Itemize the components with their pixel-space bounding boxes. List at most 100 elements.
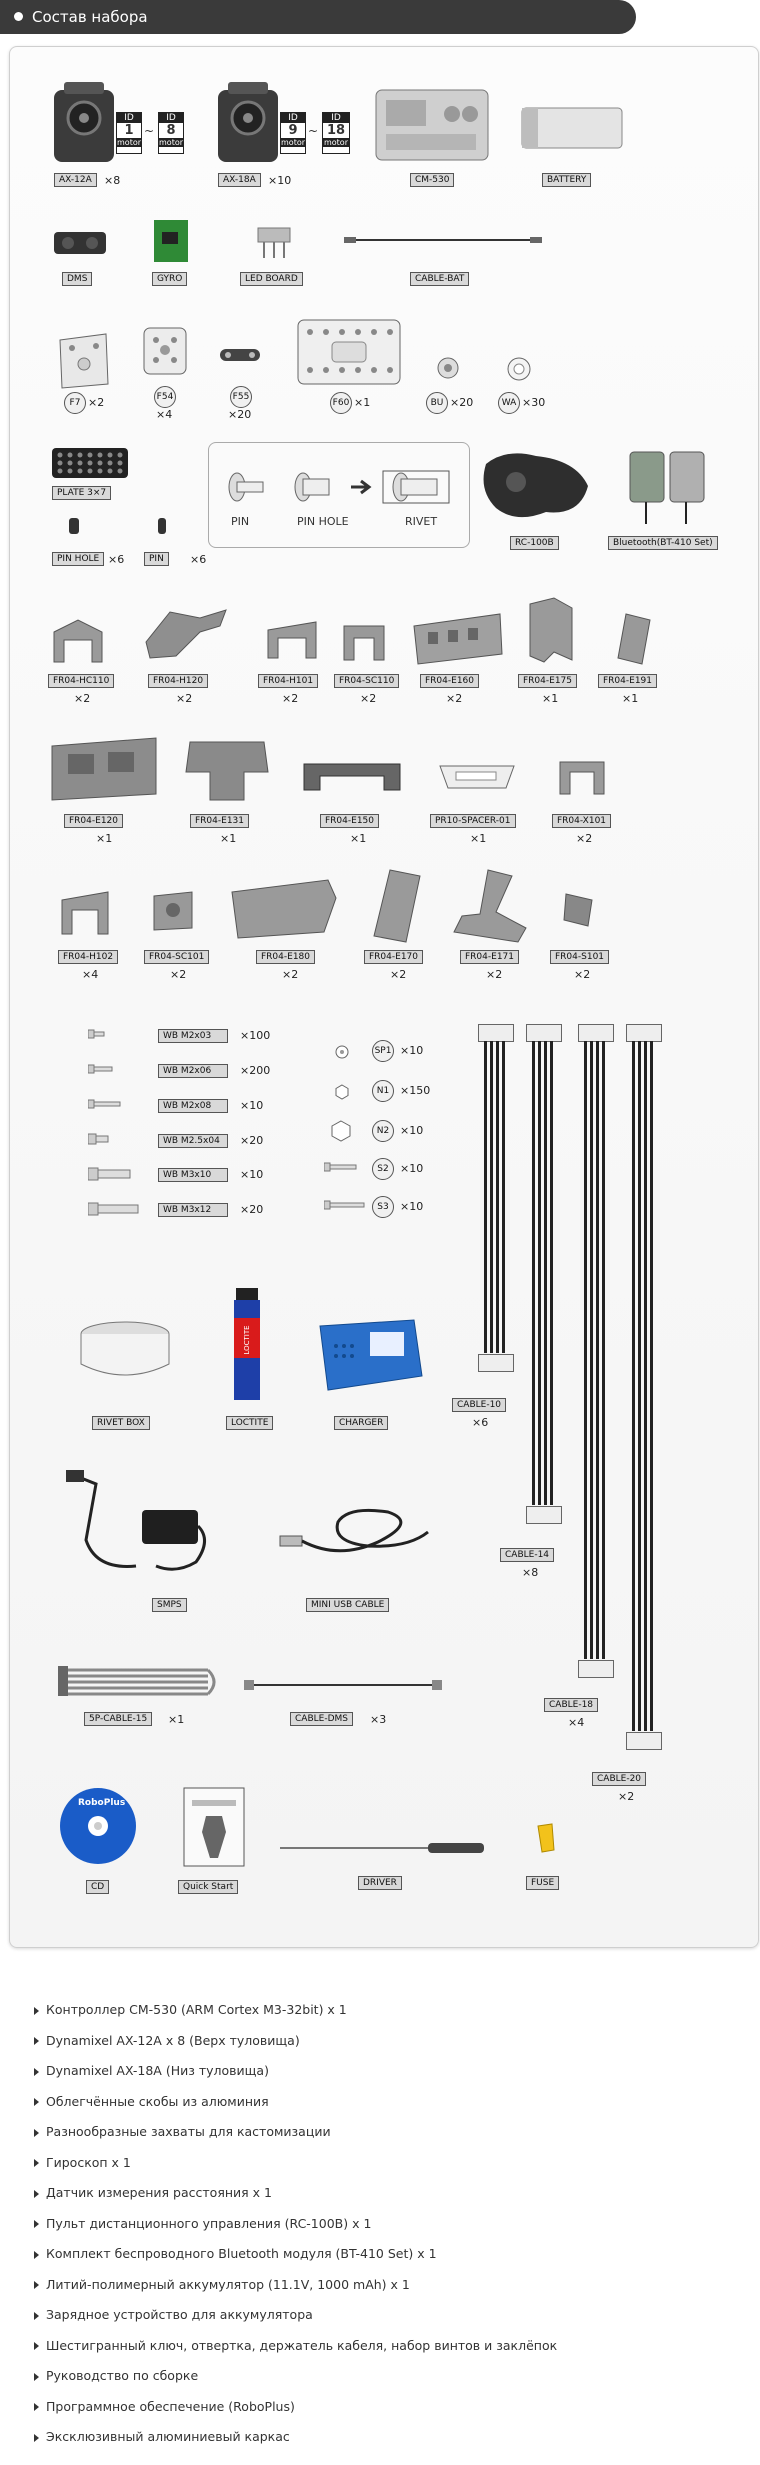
rivet-diagram-icon <box>228 470 450 504</box>
cable-14-top-connector <box>526 1024 562 1042</box>
bracket-e170-label: FR04-E170 <box>364 950 423 964</box>
cable-20-qty: ×2 <box>618 1790 635 1803</box>
part-f7-qty: ×2 <box>88 396 105 409</box>
part-f60-qty: ×1 <box>354 396 371 409</box>
bullet-arrow-icon <box>34 2128 39 2137</box>
bullet-arrow-icon <box>34 2037 39 2045</box>
part-f7-label: F7 <box>64 392 86 414</box>
screw-m2-5x04-label: WB M2.5x04 <box>158 1134 228 1148</box>
ax12a-id-tag: ID <box>117 113 141 123</box>
cable-20-wire <box>632 1041 635 1731</box>
screw-s3-icon <box>324 1200 365 1210</box>
mini-usb-label: MINI USB CABLE <box>306 1598 390 1612</box>
part-f54-qty: ×4 <box>156 408 173 421</box>
pin-hole-icon <box>69 518 79 534</box>
cable-14-wire3 <box>544 1041 547 1505</box>
ax18a-id-unit: motor <box>281 138 306 147</box>
bracket-e120-label: FR04-E120 <box>64 814 123 828</box>
smps-label: SMPS <box>152 1598 187 1612</box>
part-wa-label: WA <box>498 392 520 414</box>
cable-20-wire2 <box>638 1041 641 1731</box>
bracket-e160-label: FR04-E160 <box>420 674 479 688</box>
cable-10-top-connector <box>478 1024 514 1042</box>
bracket-e131-qty: ×1 <box>220 832 237 845</box>
bracket-e175-qty: ×1 <box>542 692 559 705</box>
rivet-box-icon <box>80 1321 170 1376</box>
screw-m3x10-icon <box>88 1167 131 1181</box>
ax12a-qty: ×8 <box>104 174 121 187</box>
bracket-e150-qty: ×1 <box>350 832 367 845</box>
ax12a-id-start: ID 1 motor <box>116 112 142 154</box>
cable-5p-15-label: 5P-CABLE-15 <box>84 1712 153 1726</box>
screw-s2-qty: ×10 <box>400 1162 424 1175</box>
spec-item: Зарядное устройство для аккумулятора <box>34 2300 557 2331</box>
cable-bat-label: CABLE-BAT <box>410 272 470 286</box>
quick-start-guide-icon <box>183 1787 245 1867</box>
spec-item: Пульт дистанционного управления (RC-100B… <box>34 2209 557 2240</box>
bracket-e120-icon <box>51 737 157 801</box>
spec-text: Контроллер CM-530 (ARM Cortex M3-32bit) … <box>46 2002 347 2017</box>
spec-text: Пульт дистанционного управления (RC-100B… <box>46 2215 372 2231</box>
bracket-sc110-label: FR04-SC110 <box>334 674 400 688</box>
spec-text: Программное обеспечение (RoboPlus) <box>46 2398 295 2414</box>
ax12a-id-end-num: 8 <box>166 123 176 138</box>
bracket-s101-label: FR04-S101 <box>550 950 610 964</box>
driver-label: DRIVER <box>358 1876 402 1890</box>
bracket-e170-qty: ×2 <box>390 968 407 981</box>
mini-usb-cable-icon <box>279 1508 429 1553</box>
bullet-arrow-icon <box>34 2220 39 2228</box>
spec-text: Эксклюзивный алюминиевый каркас <box>46 2429 290 2444</box>
bullet-arrow-icon <box>34 2189 39 2198</box>
cable-10-wire <box>484 1041 487 1353</box>
bracket-h101-icon <box>267 621 317 659</box>
part-bu-label: BU <box>426 392 448 414</box>
bracket-e171-label: FR04-E171 <box>460 950 519 964</box>
cable-10-label: CABLE-10 <box>452 1398 507 1412</box>
fuse-icon <box>537 1823 555 1853</box>
bracket-sc110-icon <box>343 625 385 661</box>
bracket-h120-qty: ×2 <box>176 692 193 705</box>
screw-m2x06-qty: ×200 <box>240 1064 271 1077</box>
ax18a-id-end: ID 18 motor <box>322 112 350 154</box>
bracket-e175-icon <box>529 597 573 663</box>
bracket-hc110-icon <box>53 619 103 663</box>
specs-list: Контроллер CM-530 (ARM Cortex M3-32bit) … <box>34 1995 557 2453</box>
spec-text: Разнообразные захваты для кастомизации <box>46 2124 331 2139</box>
spec-item: Эксклюзивный алюминиевый каркас <box>34 2422 557 2453</box>
charger-icon <box>319 1319 423 1391</box>
bracket-e191-label: FR04-E191 <box>598 674 657 688</box>
bracket-e171-qty: ×2 <box>486 968 503 981</box>
bracket-e150-icon <box>303 763 401 791</box>
pin-icon <box>158 518 166 534</box>
cable-18-wire2 <box>590 1041 593 1659</box>
bluetooth-module-icon <box>629 451 705 524</box>
cable-18-wire <box>584 1041 587 1659</box>
bullet-arrow-icon <box>34 2006 39 2015</box>
bullet-arrow-icon <box>34 2403 39 2411</box>
rc100b-label: RC-100B <box>510 536 559 550</box>
fuse-label: FUSE <box>526 1876 560 1890</box>
screw-s2-label: S2 <box>372 1158 394 1180</box>
plate-3x7-label: PLATE 3×7 <box>52 486 112 500</box>
cable-18-label: CABLE-18 <box>544 1698 599 1712</box>
bullet-arrow-icon <box>34 2159 39 2167</box>
section-header: Состав набора <box>0 0 636 34</box>
bracket-sc101-label: FR04-SC101 <box>144 950 210 964</box>
bracket-e180-qty: ×2 <box>282 968 299 981</box>
ax12a-servo-icon <box>54 82 114 162</box>
cable-14-qty: ×8 <box>522 1566 539 1579</box>
cable-bat-icon <box>344 237 542 243</box>
spec-text: Литий-полимерный аккумулятор (11.1V, 100… <box>46 2276 410 2292</box>
cable-dms-qty: ×3 <box>370 1713 387 1726</box>
screw-m2x03-icon <box>88 1029 105 1039</box>
bracket-x101-label: FR04-X101 <box>552 814 612 828</box>
screwdriver-icon <box>280 1843 484 1853</box>
ax12a-id-unit2: motor <box>159 138 184 147</box>
screw-m3x12-qty: ×20 <box>240 1203 264 1216</box>
bracket-e131-label: FR04-E131 <box>190 814 249 828</box>
spacer-sp1-icon <box>335 1045 349 1059</box>
bullet-arrow-icon <box>34 2342 39 2350</box>
screw-s2-icon <box>324 1162 357 1172</box>
rc100b-controller-icon <box>483 453 588 518</box>
dms-sensor-icon <box>54 232 106 254</box>
